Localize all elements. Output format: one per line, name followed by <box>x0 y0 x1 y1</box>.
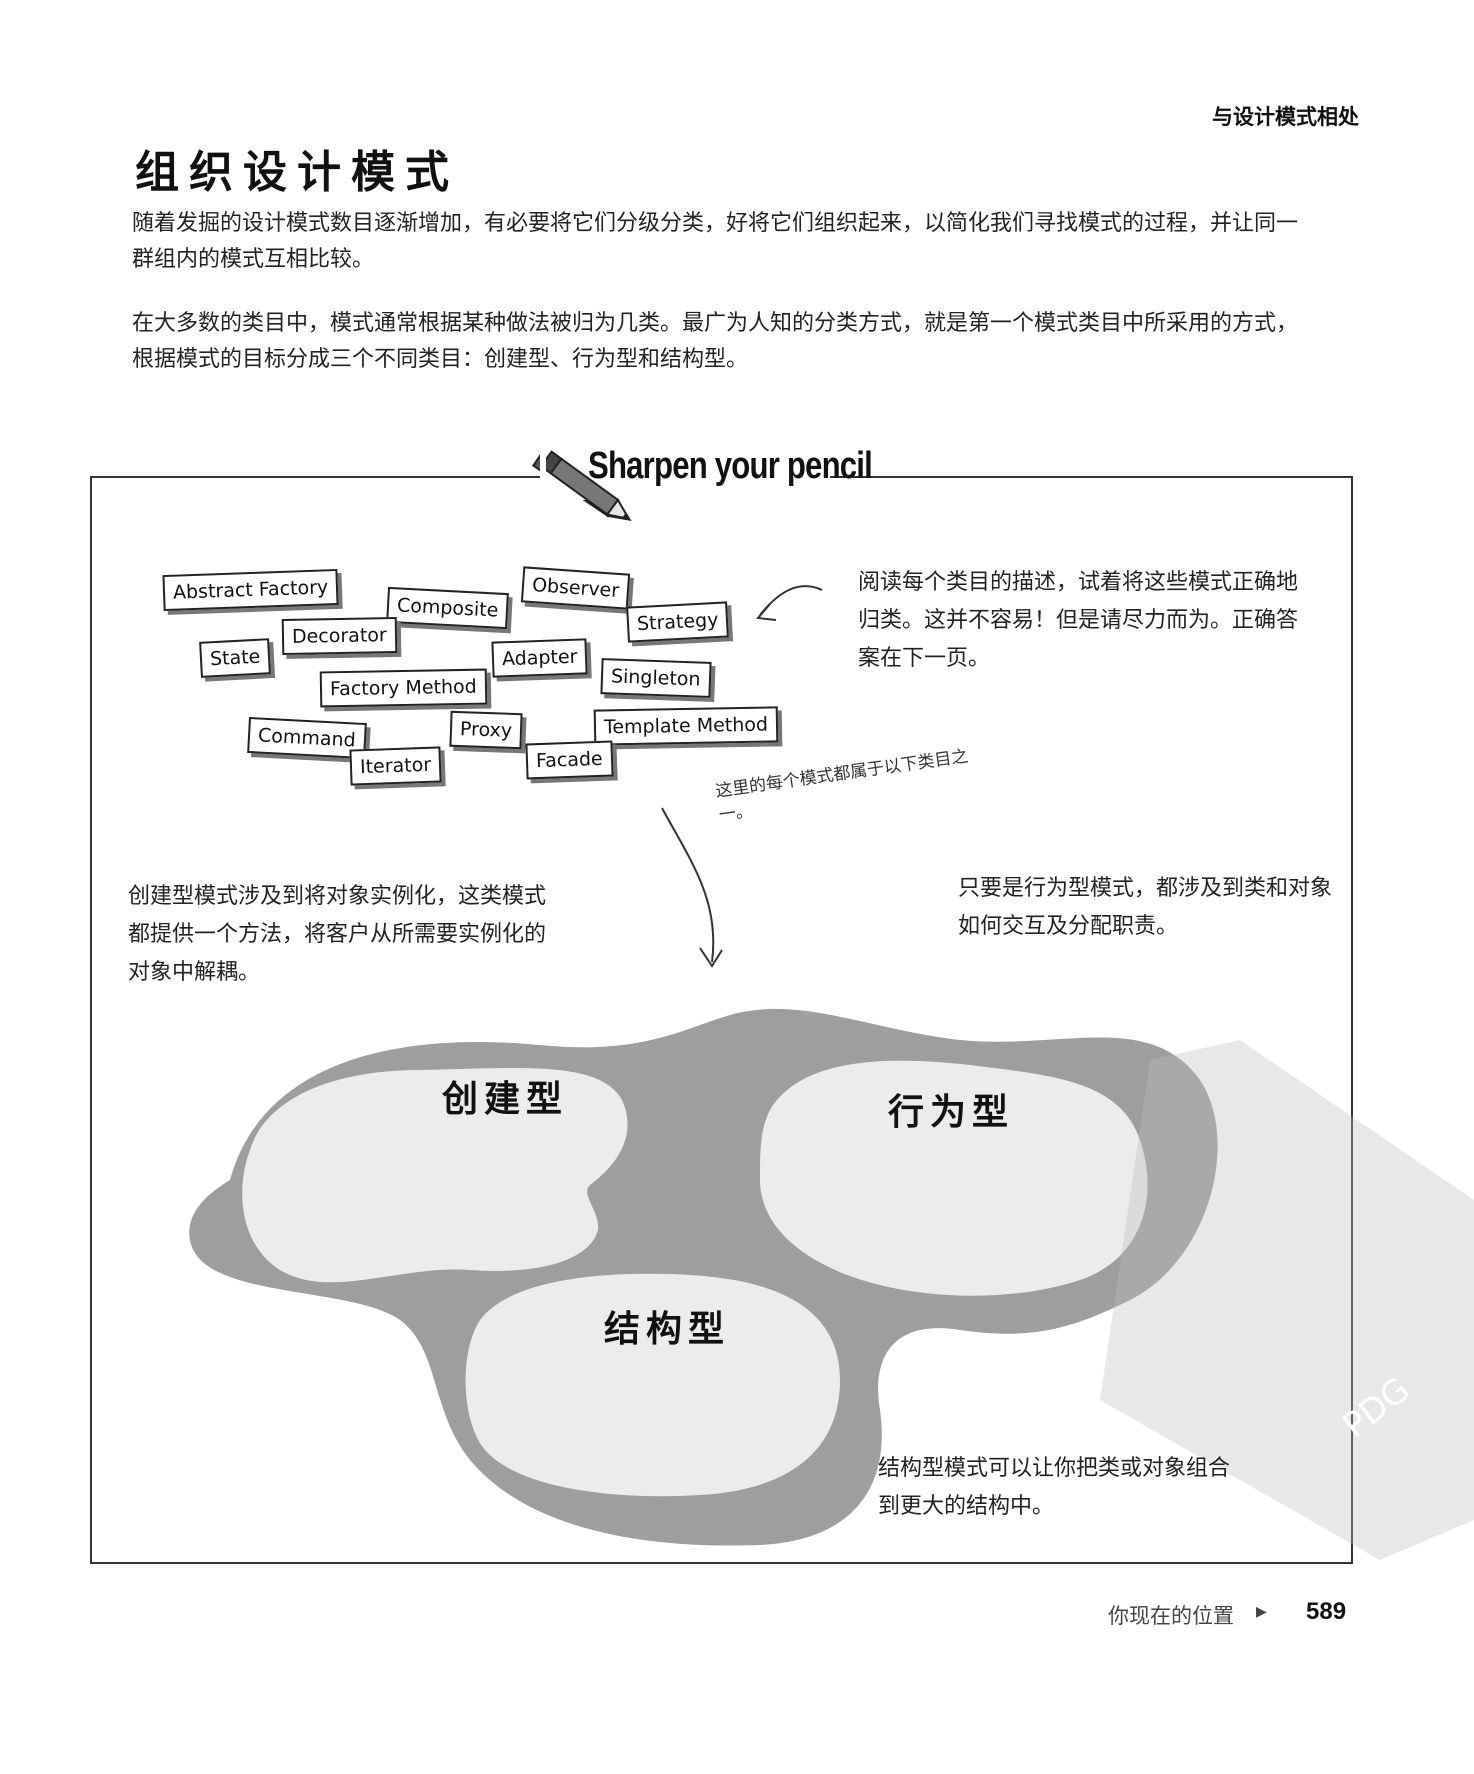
creational-region <box>242 1068 628 1283</box>
pattern-card-singleton[interactable]: Singleton <box>600 658 712 698</box>
category-label-structural: 结构型 <box>604 1309 731 1350</box>
instructions-note: 阅读每个类目的描述，试着将这些模式正确地归类。这并不容易！但是请尽力而为。正确答… <box>858 570 1299 671</box>
intro-paragraph-1: 随着发掘的设计模式数目逐渐增加，有必要将它们分级分类，好将它们组织起来，以简化我… <box>132 211 1299 272</box>
pattern-card-iterator[interactable]: Iterator <box>349 746 442 786</box>
pattern-card-composite[interactable]: Composite <box>386 586 510 630</box>
arrow-to-blobs <box>661 807 715 963</box>
page-title: 组织设计模式 <box>135 147 459 198</box>
pattern-card-decorator[interactable]: Decorator <box>281 617 398 655</box>
arrow-to-blobs-head <box>699 947 723 968</box>
watermark-stamp <box>1100 1040 1474 1560</box>
structural-region <box>465 1273 840 1497</box>
pattern-card-strategy[interactable]: Strategy <box>626 601 730 643</box>
pattern-card-state[interactable]: State <box>199 638 272 678</box>
behavioral-description: 只要是行为型模式，都涉及到类和对象如何交互及分配职责。 <box>958 876 1333 939</box>
footer-location: 你现在的位置 <box>1108 1604 1234 1628</box>
pattern-card-template-method[interactable]: Template Method <box>593 706 779 746</box>
pattern-card-facade[interactable]: Facade <box>525 740 614 780</box>
pattern-card-adapter[interactable]: Adapter <box>491 638 588 678</box>
pencil-icon <box>546 450 631 521</box>
intro-paragraph-2: 在大多数的类目中，模式通常根据某种做法被归为几类。最广为人知的分类方式，就是第一… <box>132 311 1299 372</box>
running-header: 与设计模式相处 <box>1212 105 1359 129</box>
pattern-card-observer[interactable]: Observer <box>520 566 631 610</box>
sharpen-pencil-banner: Sharpen your pencil <box>588 445 873 487</box>
creational-description: 创建型模式涉及到将对象实例化，这类模式都提供一个方法，将客户从所需要实例化的对象… <box>128 884 547 985</box>
pattern-card-abstract-factory[interactable]: Abstract Factory <box>162 568 339 612</box>
behavioral-region <box>760 1060 1148 1296</box>
pattern-card-proxy[interactable]: Proxy <box>449 710 523 750</box>
arrow-to-cards <box>759 585 823 616</box>
pattern-card-factory-method[interactable]: Factory Method <box>319 668 488 708</box>
category-label-creational: 创建型 <box>442 1079 569 1120</box>
arrow-to-cards-head <box>756 603 777 621</box>
category-label-behavioral: 行为型 <box>888 1092 1015 1133</box>
page-number: 589 <box>1306 1598 1347 1625</box>
structural-description: 结构型模式可以让你把类或对象组合到更大的结构中。 <box>878 1456 1231 1519</box>
footer-arrow-icon: ▶ <box>1256 1604 1267 1620</box>
